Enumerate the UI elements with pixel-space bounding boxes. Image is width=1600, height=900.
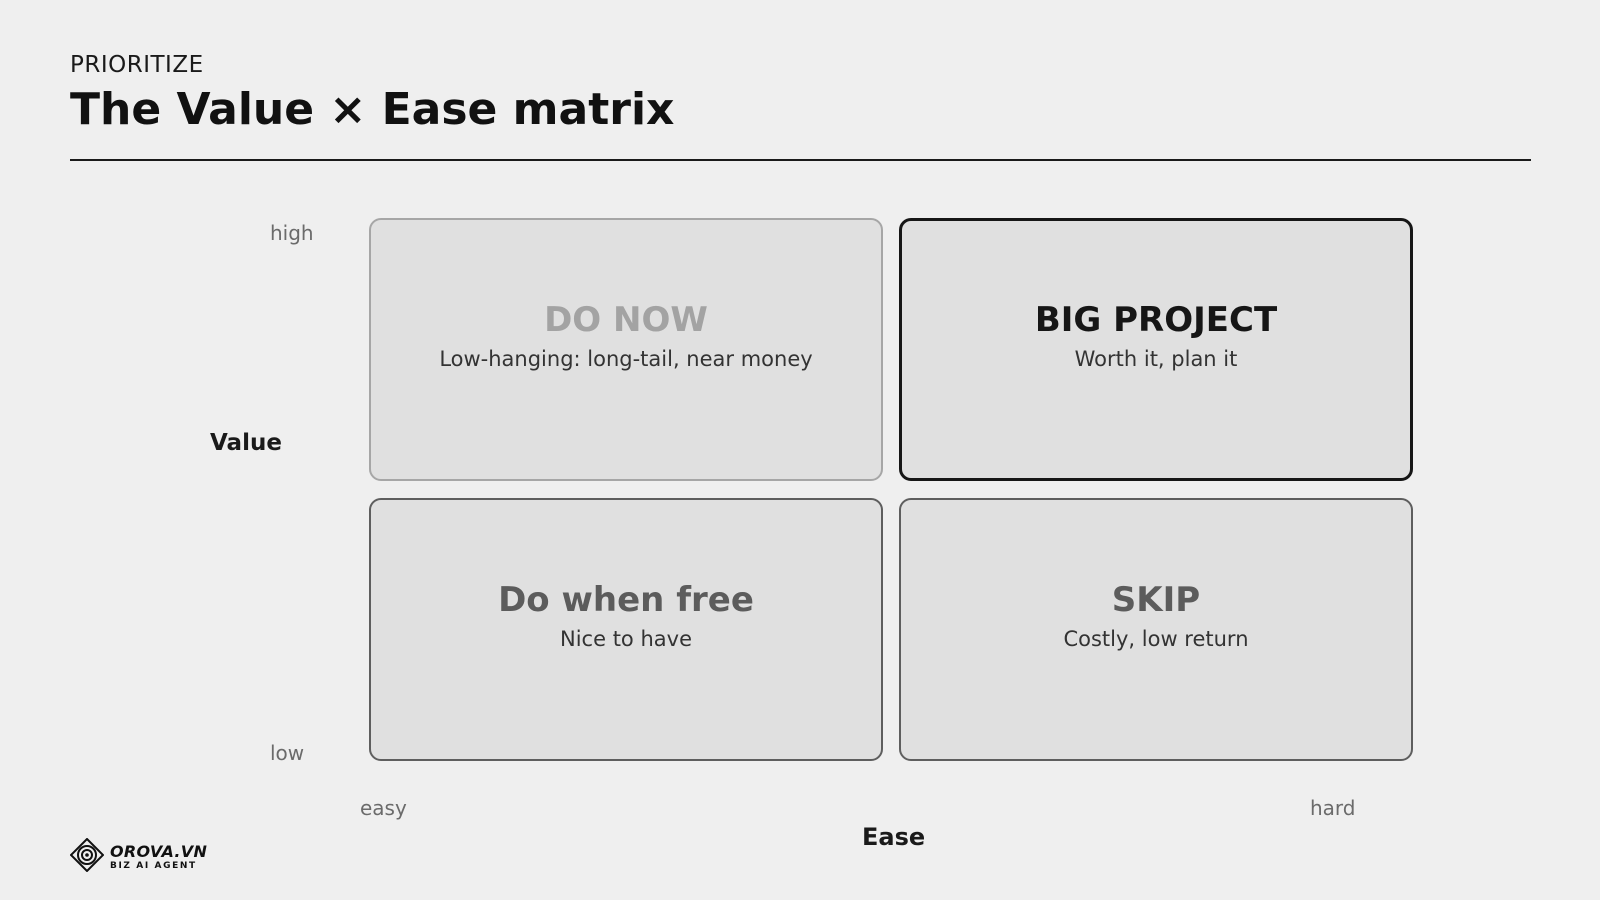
x-axis-easy-label: easy	[360, 796, 407, 820]
section-eyebrow: PRIORITIZE	[70, 52, 204, 78]
brand-tagline: BIZ AI AGENT	[110, 860, 197, 871]
brand-logo: OROVA.VN BIZ AI AGENT	[69, 837, 208, 876]
quadrant-big-project: BIG PROJECT Worth it, plan it	[899, 218, 1413, 481]
quadrant-title: BIG PROJECT	[1034, 299, 1278, 340]
page-title: The Value × Ease matrix	[70, 84, 675, 135]
brand-name: OROVA.VN	[110, 841, 208, 861]
quadrant-subtitle: Costly, low return	[1063, 626, 1249, 651]
quadrant-subtitle: Low-hanging: long-tail, near money	[439, 346, 813, 371]
quadrant-subtitle: Worth it, plan it	[1074, 346, 1238, 371]
quadrant-do-when-free: Do when free Nice to have	[369, 498, 883, 761]
quadrant-title: SKIP	[1111, 579, 1201, 620]
quadrant-title: Do when free	[498, 579, 754, 620]
y-axis-low-label: low	[270, 741, 305, 765]
x-axis-hard-label: hard	[1310, 796, 1356, 820]
quadrant-subtitle: Nice to have	[560, 626, 692, 651]
quadrant-title: DO NOW	[544, 299, 708, 340]
spiral-logo-icon	[69, 837, 105, 876]
y-axis-high-label: high	[270, 221, 314, 245]
y-axis-label: Value	[210, 430, 282, 456]
quadrant-skip: SKIP Costly, low return	[899, 498, 1413, 761]
x-axis-label: Ease	[862, 823, 926, 851]
title-divider	[70, 159, 1531, 161]
quadrant-do-now: DO NOW Low-hanging: long-tail, near mone…	[369, 218, 883, 481]
